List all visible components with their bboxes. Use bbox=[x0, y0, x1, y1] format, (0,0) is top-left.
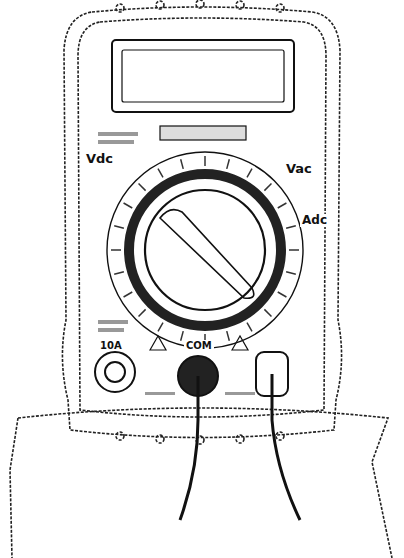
dial-tick bbox=[124, 203, 133, 208]
dial-tick bbox=[158, 323, 163, 332]
holster-outline bbox=[62, 7, 341, 438]
display-window bbox=[112, 40, 294, 112]
dial-tick bbox=[114, 272, 124, 275]
dial-tick bbox=[264, 309, 271, 316]
dial-tick bbox=[111, 249, 121, 251]
dial-tick bbox=[278, 292, 287, 297]
scale-label: Adc bbox=[300, 214, 329, 227]
scale-label: COM bbox=[184, 340, 214, 351]
dial-tick bbox=[204, 156, 206, 166]
dial-tick bbox=[139, 309, 146, 316]
dial-tick bbox=[289, 249, 299, 251]
dial-tick bbox=[227, 159, 230, 169]
dial-tick bbox=[227, 331, 230, 341]
scale-label: Vdc bbox=[84, 152, 115, 166]
dial-tick bbox=[181, 159, 184, 169]
dial-knob bbox=[160, 210, 254, 299]
brand-badge bbox=[160, 126, 246, 140]
dial-tick bbox=[247, 323, 252, 332]
probe-lead bbox=[272, 374, 300, 520]
dial-tick bbox=[124, 292, 133, 297]
dial-tick bbox=[181, 331, 184, 341]
dial-tick bbox=[286, 272, 296, 275]
dial-ring bbox=[107, 152, 303, 348]
dial-tick bbox=[158, 169, 163, 178]
dial-tick bbox=[264, 184, 271, 191]
dial-tick bbox=[114, 226, 124, 229]
scale-label: Vac bbox=[284, 162, 314, 176]
jack-10a bbox=[95, 352, 135, 392]
dial-tick bbox=[286, 226, 296, 229]
dial-tick bbox=[278, 203, 287, 208]
dial-tick bbox=[139, 184, 146, 191]
body-outline bbox=[78, 18, 326, 417]
dial-tick bbox=[247, 169, 252, 178]
probe-lead bbox=[180, 376, 198, 520]
scale-label: 10A bbox=[98, 340, 124, 351]
